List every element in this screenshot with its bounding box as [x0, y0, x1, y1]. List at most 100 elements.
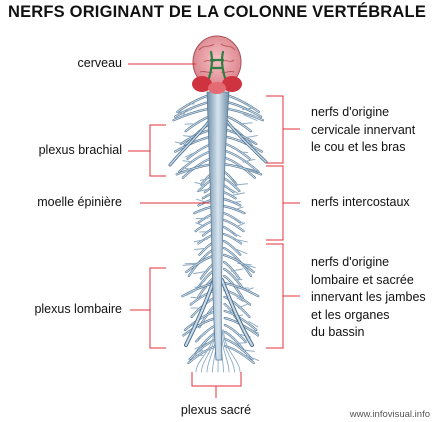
label-nerfs-lombaires-line-2: lombaire et sacrée	[311, 272, 414, 287]
nerve-branch	[233, 238, 248, 243]
nerve-branch	[190, 296, 202, 299]
label-nerfs-cervicaux-line-1: nerfs d'origine	[311, 105, 390, 119]
spinal-cord	[206, 91, 230, 361]
nerve-branch	[222, 184, 235, 193]
nerve-branch	[199, 178, 210, 181]
nerve-branch	[199, 279, 207, 286]
nerve-branch	[246, 354, 260, 362]
bracket-plexus-brachial	[149, 124, 166, 177]
nerve-branch	[237, 222, 246, 227]
nerve-branch	[195, 329, 215, 373]
bracket-nerfs-intercostaux	[266, 165, 284, 241]
nerve-branch	[234, 248, 248, 255]
nerve-branch	[232, 200, 242, 204]
nerve-branch	[236, 297, 244, 302]
brainstem	[207, 50, 227, 80]
nerve-branch	[246, 287, 254, 291]
nerve-branch	[241, 263, 256, 269]
nerve-branch	[193, 349, 204, 355]
bracket-plexus-sacre	[191, 372, 242, 387]
nerve-branch	[185, 279, 215, 346]
nerve-branch	[169, 119, 211, 166]
label-nerfs-lombaires-line-1: nerfs d'origine	[311, 255, 390, 269]
nerve-branch	[231, 192, 245, 196]
nerve-branch	[186, 289, 197, 296]
label-nerfs-cervicaux-line-3: le cou et les bras	[311, 140, 406, 154]
label-nerfs-lombaires-line-4: et les organes	[311, 307, 390, 322]
nerve-branch	[223, 233, 242, 244]
nerve-branch	[221, 279, 253, 346]
nerve-branch	[245, 169, 259, 174]
label-moelle-epiniere: moelle épinière	[37, 195, 122, 209]
nerve-branch	[240, 122, 253, 125]
nerve-branch	[223, 275, 244, 299]
nerve-branch	[229, 231, 242, 238]
nerve-branch	[229, 188, 239, 194]
label-cerveau: cerveau	[77, 56, 122, 70]
nerve-branch	[198, 209, 206, 213]
bracket-plexus-lombaire	[149, 267, 166, 349]
nerve-branch	[223, 247, 252, 277]
nerve-branch	[196, 188, 210, 193]
watermark: www.infovisual.info	[349, 409, 430, 420]
nerve-branch	[182, 263, 196, 266]
nerve-branch	[225, 119, 267, 163]
bracket-nerfs-cervicaux	[266, 95, 284, 164]
nerve-branch	[192, 270, 208, 275]
nerve-branch	[223, 268, 244, 290]
label-nerfs-cervicaux-line-2: cervicale innervant	[311, 122, 416, 137]
nerve-branch	[195, 222, 206, 227]
nerve-branch	[203, 194, 211, 198]
leader-lines	[128, 63, 300, 398]
nerve-branch	[237, 151, 249, 154]
nerve-branch	[223, 254, 255, 273]
label-nerfs-lombaires-line-5: du bassin	[311, 325, 365, 339]
nerve-branch	[230, 268, 244, 272]
nerve-branch	[237, 342, 248, 344]
nerve-branch	[194, 248, 205, 251]
nerve-branch	[233, 206, 244, 211]
nerve-branch	[234, 217, 244, 224]
bracket-nerfs-lombaires	[266, 243, 284, 349]
nerve-branch	[248, 320, 259, 328]
nerve-branch	[223, 329, 241, 373]
nerve-branch	[178, 109, 192, 113]
nerve-branch	[223, 296, 250, 318]
nerve-branch	[242, 158, 256, 163]
nerve-branch	[222, 205, 246, 214]
nerve-branch	[184, 151, 197, 158]
nerve-branch	[223, 261, 240, 280]
nerve-branch	[233, 183, 248, 186]
nerve-branch	[243, 349, 255, 352]
nerve-branch	[194, 342, 208, 350]
nerve-branch	[222, 198, 241, 206]
nerve-branch	[247, 135, 258, 138]
nerve-branch	[220, 329, 230, 373]
nerve-branch	[194, 181, 206, 186]
nerve-branch	[223, 240, 241, 256]
label-nerfs-cervicaux: nerfs d'origine cervicale innervant le c…	[311, 104, 415, 157]
nerve-branch	[193, 238, 208, 243]
label-nerfs-lombaires-line-3: innervant les jambes	[311, 290, 426, 304]
nerve-branch	[242, 107, 254, 111]
label-plexus-brachial: plexus brachial	[38, 143, 122, 157]
nerve-branch	[223, 282, 259, 297]
nerve-branch	[222, 212, 241, 223]
label-nerfs-lombaires: nerfs d'origine lombaire et sacrée inner…	[311, 254, 426, 342]
nerve-branch	[242, 114, 258, 121]
label-nerfs-intercostaux: nerfs intercostaux	[311, 195, 410, 209]
brain	[192, 35, 242, 94]
nerve-branch	[247, 327, 260, 334]
label-plexus-lombaire: plexus lombaire	[34, 302, 122, 316]
nerve-branch	[237, 303, 248, 309]
nerve-branch	[195, 217, 209, 220]
nerve-branch	[174, 141, 188, 146]
nerve-branch	[221, 329, 235, 373]
nerve-branch	[176, 111, 188, 116]
nerve-branch	[195, 198, 207, 204]
nerve-branch	[182, 160, 193, 163]
nerve-branch	[230, 178, 238, 185]
nerve-branch	[223, 219, 245, 232]
